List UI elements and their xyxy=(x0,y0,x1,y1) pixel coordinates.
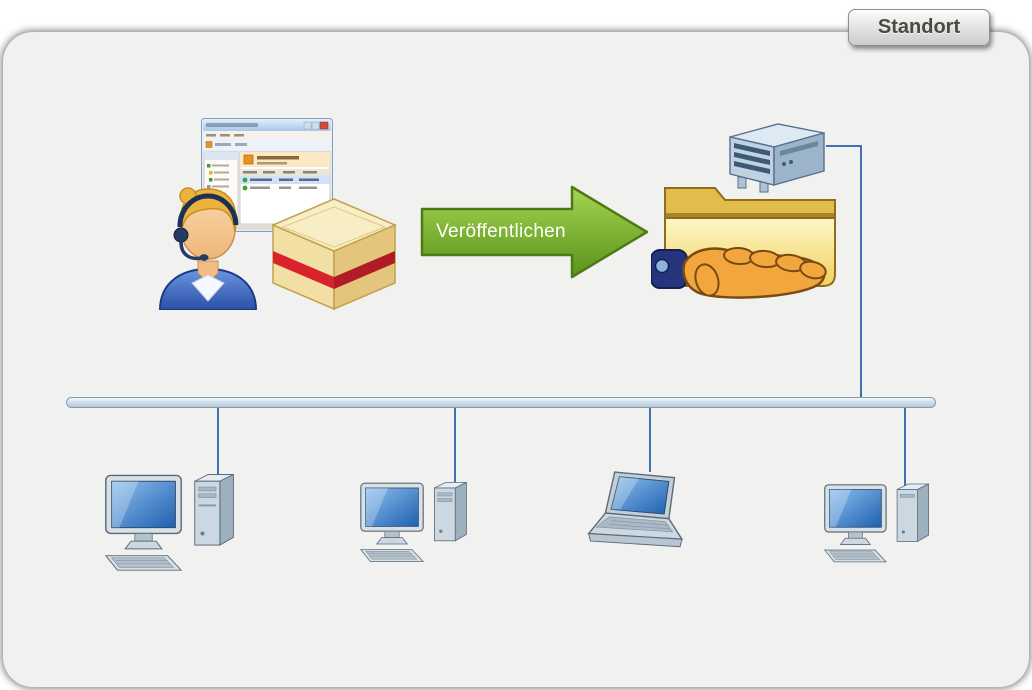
site-tab-label: Standort xyxy=(877,16,961,38)
site-tab: Standort xyxy=(848,9,990,46)
publish-arrow-shape xyxy=(420,185,649,279)
client-desktop-2 xyxy=(359,481,467,562)
client-laptop xyxy=(587,471,684,548)
package-box-icon xyxy=(271,198,397,311)
application-window-icon xyxy=(201,118,333,232)
hand-offering-folder-icon xyxy=(651,187,836,299)
site-panel xyxy=(3,32,1029,687)
publish-arrow-label: Veröffentlichen xyxy=(436,221,566,242)
client-desktop-1 xyxy=(104,473,234,571)
network-link-server-horizontal xyxy=(826,145,862,147)
client-desktop-4 xyxy=(823,483,929,563)
network-drop-1 xyxy=(217,408,219,480)
server-icon xyxy=(729,123,825,193)
publish-arrow: Veröffentlichen xyxy=(420,185,649,279)
network-bus xyxy=(66,397,936,408)
network-drop-2 xyxy=(454,408,456,488)
person-with-headset-icon xyxy=(158,187,258,310)
network-drop-4 xyxy=(904,408,906,518)
network-drop-3 xyxy=(649,408,651,472)
network-link-server-vertical xyxy=(860,145,862,399)
